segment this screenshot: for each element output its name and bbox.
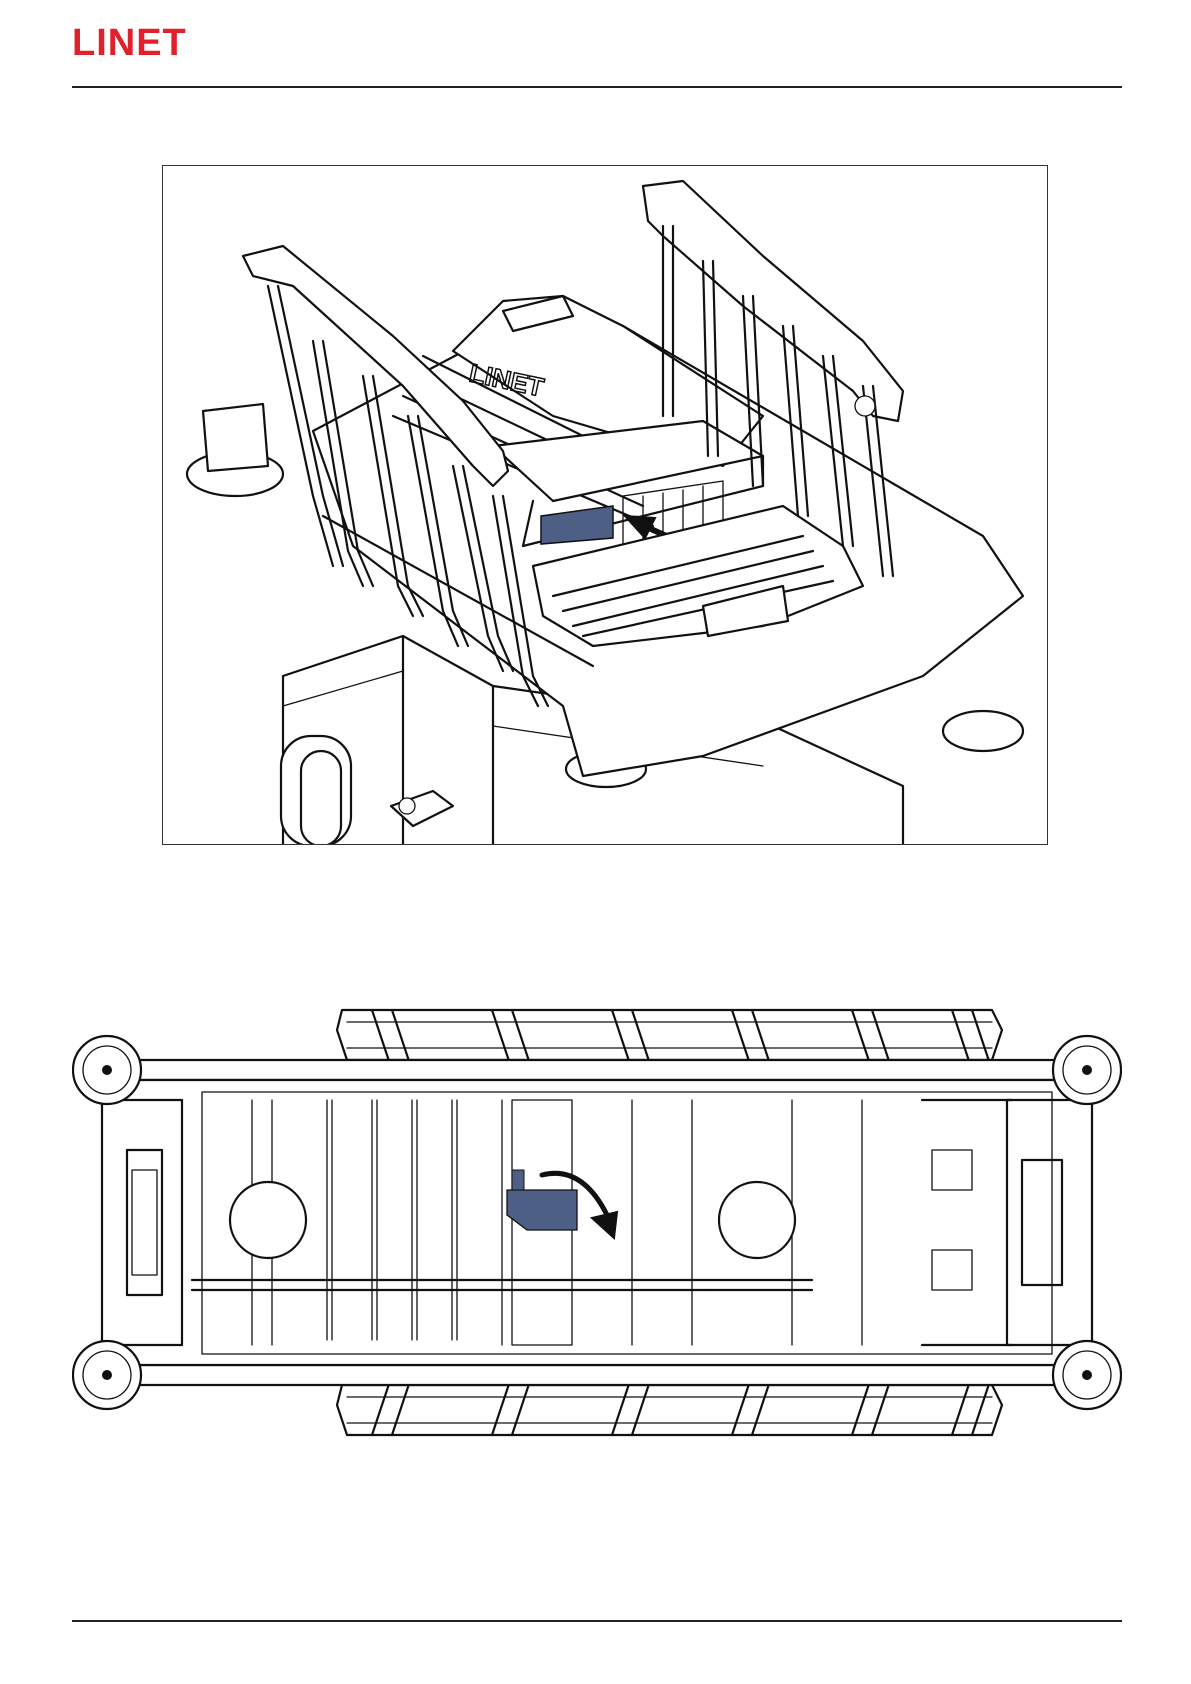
side-rail-bottom	[337, 1385, 1002, 1435]
wheel-icon	[1053, 1036, 1121, 1104]
side-rail-top	[337, 1010, 1002, 1060]
column-left	[230, 1182, 306, 1258]
wheel-icon	[73, 1036, 141, 1104]
wheel-icon	[1053, 1341, 1121, 1409]
linet-logo: LINET	[72, 24, 187, 62]
bed-top-view-illustration	[72, 1000, 1122, 1450]
figure-bed-top-view	[72, 1000, 1122, 1450]
column-right	[719, 1182, 795, 1258]
header-rule	[72, 86, 1122, 88]
bed-perspective-illustration: LINET	[163, 166, 1048, 845]
figure-bed-perspective: LINET	[162, 165, 1048, 845]
wheel-icon	[73, 1341, 141, 1409]
footer-rule	[72, 1620, 1122, 1622]
